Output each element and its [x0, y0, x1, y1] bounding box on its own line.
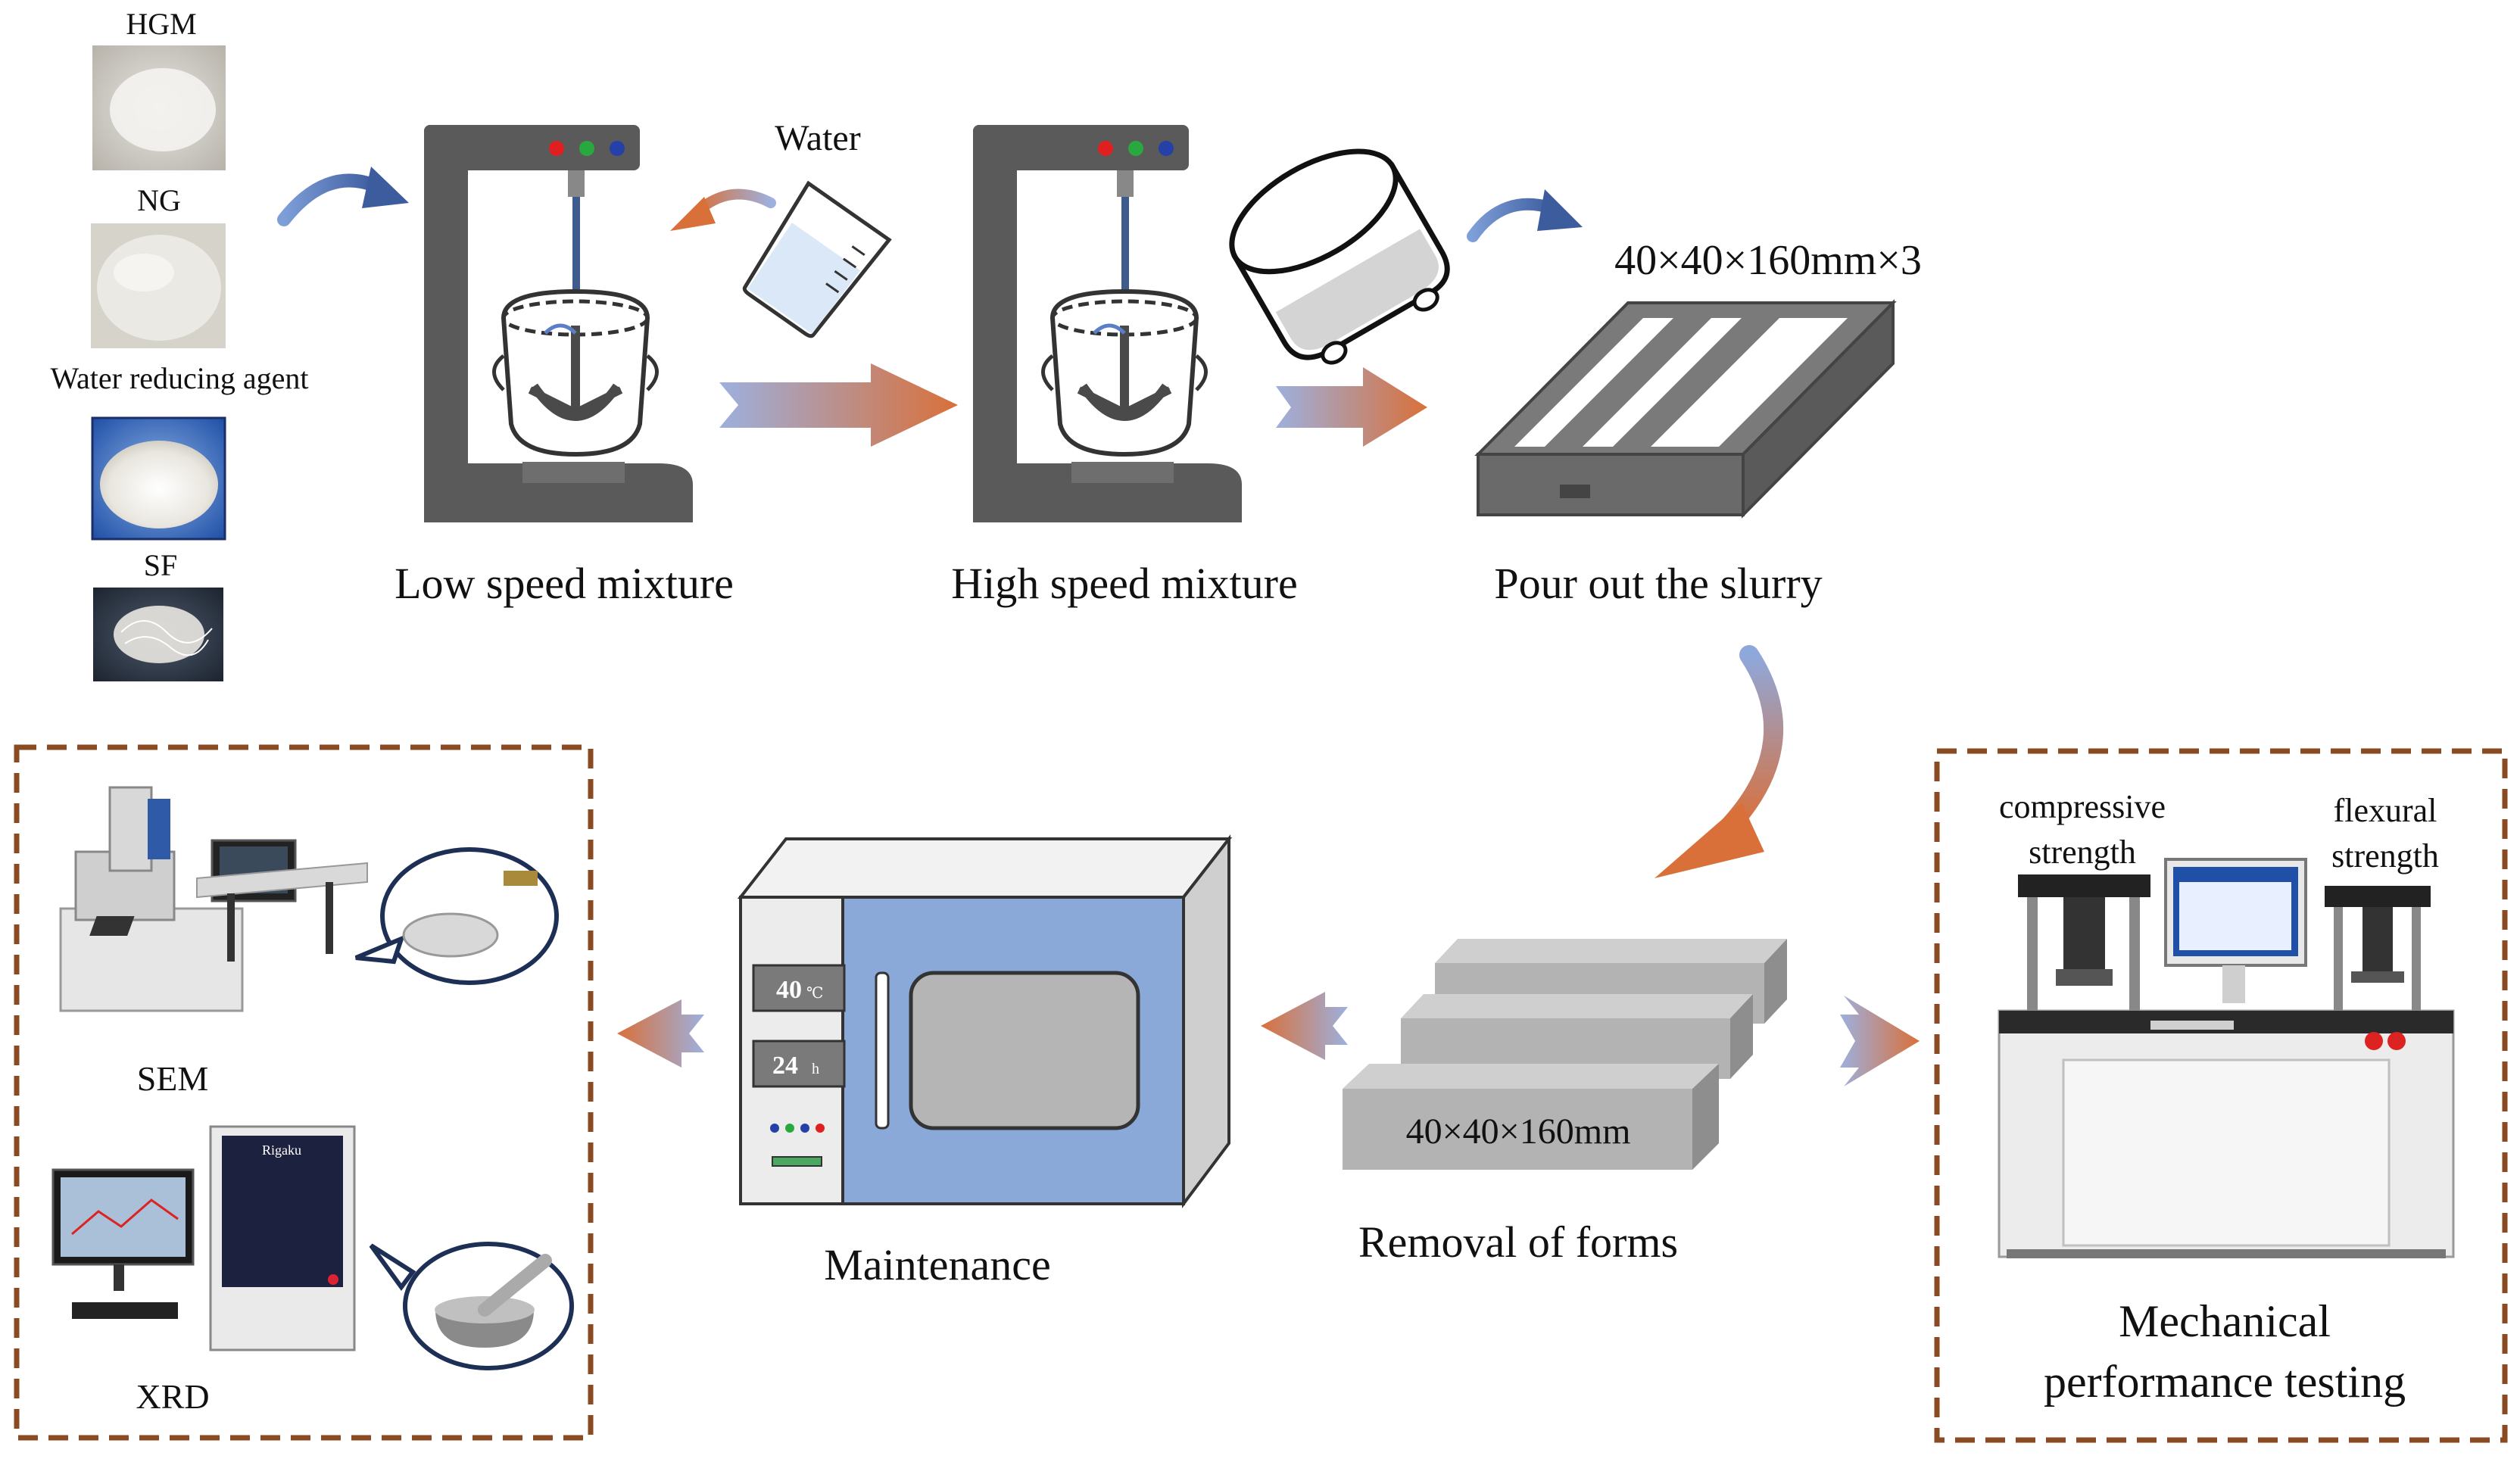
time-display: 24 h	[752, 1040, 846, 1088]
mechanical-frame	[1934, 748, 2508, 1443]
mold-size-label: 40×40×160mm×3	[1614, 237, 1922, 284]
xrd-instrument: Rigaku	[51, 1125, 356, 1351]
sf-label: SF	[144, 548, 178, 582]
rotation-arrow-icon	[544, 323, 577, 335]
xrd-label: XRD	[136, 1377, 209, 1416]
time-unit: h	[812, 1061, 819, 1077]
testing-machine	[1998, 858, 2455, 1258]
mold	[1474, 299, 1897, 519]
pour-to-removal-arrow	[1655, 645, 1784, 878]
flexural-label-line2: strength	[2331, 837, 2439, 874]
materials-to-mixer-arrow	[277, 167, 409, 226]
water-beaker: Water	[670, 118, 892, 338]
materials-group: HGM NG Water reducing agent SF	[50, 7, 409, 681]
specimen-size-label: 40×40×160mm	[1406, 1111, 1631, 1152]
low-speed-label: Low speed mixture	[395, 559, 734, 608]
pot-to-mold-arrow	[1467, 189, 1583, 242]
hgm-label: HGM	[126, 7, 196, 41]
mechanical-title-line1: Mechanical	[2119, 1296, 2331, 1346]
water-reducing-agent-photo	[91, 416, 226, 541]
low-speed-mixer	[424, 125, 693, 522]
ng-photo	[91, 223, 226, 348]
pouring-pot	[1229, 148, 1450, 365]
flexural-label-line1: flexural	[2334, 792, 2437, 829]
water-reducing-agent-label: Water reducing agent	[50, 361, 308, 395]
high-to-pour-arrow	[1276, 367, 1427, 447]
removal-to-maintenance-arrow	[1261, 992, 1348, 1060]
low-to-high-arrow	[719, 363, 958, 447]
xrd-sample-bubble	[369, 1242, 574, 1370]
sem-sample-bubble	[89, 847, 559, 985]
hgm-photo	[92, 45, 226, 170]
ng-label: NG	[137, 183, 181, 217]
rotation-arrow-icon	[1093, 323, 1126, 335]
green-light-icon	[1128, 141, 1143, 156]
green-light-icon	[579, 141, 594, 156]
temperature-display: 40 ℃	[752, 964, 846, 1012]
blue-light-icon	[1159, 141, 1174, 156]
high-speed-mixer	[973, 125, 1242, 522]
red-light-icon	[1098, 141, 1113, 156]
removal-to-mechanical-arrow	[1840, 996, 1920, 1086]
high-speed-label: High speed mixture	[951, 559, 1297, 608]
maintenance-label: Maintenance	[824, 1240, 1051, 1289]
characterization-frame	[14, 744, 594, 1441]
sf-photo	[93, 588, 223, 681]
sem-label: SEM	[137, 1059, 209, 1098]
temperature-value: 40	[776, 976, 802, 1004]
compressive-label-line1: compressive	[1999, 788, 2166, 825]
pour-label: Pour out the slurry	[1494, 559, 1822, 608]
removal-label: Removal of forms	[1358, 1217, 1678, 1267]
sem-instrument	[59, 786, 368, 1012]
temperature-unit: ℃	[806, 985, 823, 1002]
xrd-brand-label: Rigaku	[262, 1142, 301, 1158]
mechanical-title-line2: performance testing	[2044, 1357, 2406, 1407]
blue-light-icon	[610, 141, 625, 156]
time-value: 24	[772, 1052, 798, 1080]
compressive-label-line2: strength	[2029, 834, 2136, 871]
maintenance-to-characterization-arrow	[617, 999, 704, 1068]
curing-oven: 40 ℃ 24 h	[737, 834, 1233, 1208]
specimens: 40×40×160mm	[1343, 939, 1787, 1170]
water-pour-arrow	[670, 189, 776, 231]
red-light-icon	[549, 141, 564, 156]
water-label: Water	[775, 118, 860, 158]
